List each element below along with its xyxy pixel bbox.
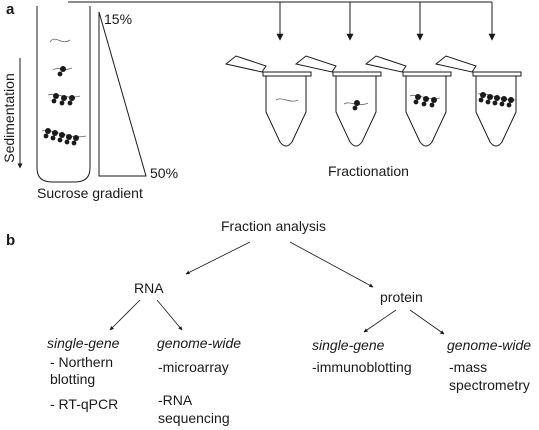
- sedimentation-label: Sedimentation: [1, 73, 17, 163]
- arrow-rna-genome-wide: [156, 299, 183, 331]
- rna-genome-wide-item: -microarray: [158, 359, 229, 375]
- arrow-protein-single-gene: [363, 309, 397, 333]
- protein-genome-wide-heading: genome-wide: [447, 337, 531, 353]
- protein-genome-wide-item: spectrometry: [449, 377, 530, 393]
- rna-single-gene-item: - RT-qPCR: [50, 396, 118, 412]
- fraction-analysis-label: Fraction analysis: [221, 218, 326, 234]
- sucrose-gradient-label: Sucrose gradient: [37, 185, 143, 201]
- protein-label: protein: [380, 289, 423, 305]
- rna-genome-wide-item: -RNA: [158, 392, 193, 408]
- protein-single-gene-item: -immunoblotting: [312, 359, 412, 375]
- gradient-tube: [36, 6, 91, 183]
- rna-genome-wide-item: sequencing: [158, 410, 230, 426]
- panel-b-label: b: [6, 232, 15, 249]
- monosome-in-tube: [52, 66, 73, 77]
- fraction-tube-4: [434, 55, 522, 147]
- rna-single-gene-heading: single-gene: [47, 335, 120, 351]
- arrow-to-protein: [289, 241, 374, 288]
- fractionation-arrows: [68, 1, 496, 41]
- rna-genome-wide-heading: genome-wide: [157, 335, 241, 351]
- protein-single-gene-heading: single-gene: [312, 337, 385, 353]
- gradient-bottom-label: 50%: [150, 165, 178, 181]
- fractionation-label: Fractionation: [328, 163, 409, 179]
- polysome-large-in-tube: [41, 128, 87, 146]
- polysome-small-in-tube: [47, 93, 81, 106]
- fraction-tube-3: [364, 55, 452, 147]
- rna-single-gene-item: - Northern: [50, 354, 113, 370]
- arrow-protein-genome-wide: [409, 309, 445, 335]
- free-mrna-in-tube: [49, 38, 71, 43]
- rna-label: RNA: [134, 280, 164, 296]
- fraction-tube-2: [294, 55, 382, 147]
- gradient-top-label: 15%: [104, 11, 132, 27]
- arrow-rna-single-gene: [109, 299, 141, 331]
- gradient-wedge: 15% 50%: [98, 11, 178, 181]
- rna-single-gene-item: blotting: [50, 371, 95, 387]
- fraction-tube-1: [224, 55, 312, 147]
- sedimentation-axis: Sedimentation: [1, 58, 23, 169]
- arrow-to-rna: [185, 241, 251, 275]
- protein-genome-wide-item: -mass: [449, 359, 487, 375]
- panel-a-label: a: [6, 1, 15, 18]
